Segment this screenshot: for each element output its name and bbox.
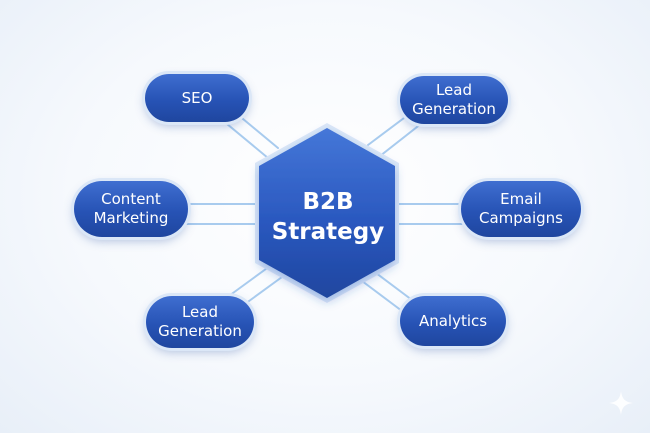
node-seo-label: SEO [181, 88, 213, 107]
connector-lead-bottom-1 [221, 265, 271, 302]
node-lead-generation-bottom[interactable]: Lead Generation [146, 296, 254, 348]
node-analytics-label: Analytics [418, 311, 488, 330]
node-email-campaigns-label: Email Campaigns [478, 190, 563, 227]
node-analytics[interactable]: Analytics [400, 296, 506, 346]
node-lead-generation-top-label: Lead Generation [412, 81, 496, 118]
hub-hexagon [259, 128, 395, 298]
node-content-marketing[interactable]: Content Marketing [74, 181, 188, 237]
node-lead-generation-bottom-label: Lead Generation [158, 303, 242, 340]
connector-analytics-1 [371, 269, 417, 304]
node-email-campaigns[interactable]: Email Campaigns [461, 181, 581, 237]
node-content-marketing-label: Content Marketing [93, 190, 169, 227]
hub-label: B2B Strategy [271, 189, 385, 245]
sparkle-icon [609, 391, 633, 415]
connector-analytics-2 [361, 280, 407, 315]
node-lead-generation-top[interactable]: Lead Generation [400, 76, 508, 124]
node-seo[interactable]: SEO [145, 74, 249, 122]
